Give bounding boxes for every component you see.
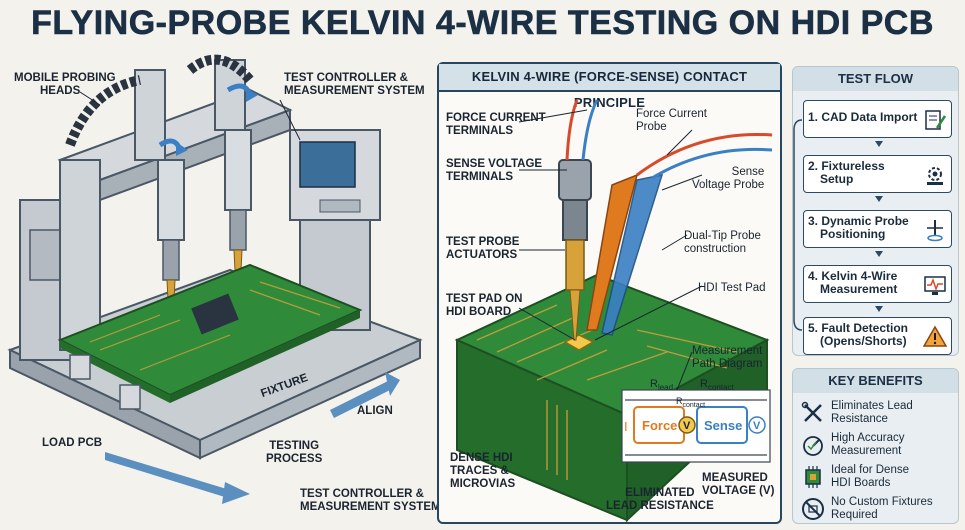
- label-testing-process: TESTING PROCESS: [266, 440, 323, 465]
- document-pen-icon: [925, 110, 947, 130]
- label-hdi-test-pad: HDI Test Pad: [698, 282, 766, 294]
- chip-icon: [805, 466, 821, 488]
- circuit-r-lead: Rlead: [650, 378, 674, 393]
- tools-icon: [801, 401, 822, 422]
- circuit-current: I: [624, 419, 628, 434]
- label-align: ALIGN: [357, 405, 393, 417]
- label-load-pcb: LOAD PCB: [42, 437, 103, 449]
- label-test-controller-bottom: TEST CONTROLLER & MEASUREMENT SYSTEM: [300, 488, 441, 513]
- flow-step-5: 5. Fault Detection(Opens/Shorts): [803, 317, 952, 355]
- gauge-icon: [803, 436, 823, 456]
- circuit-sense-label: Sense: [704, 418, 743, 433]
- warning-icon: [923, 325, 947, 347]
- circuit-force-label: Force: [642, 418, 678, 433]
- circuit-r-contact-2: Rcontact: [676, 396, 706, 409]
- test-flow-heading: TEST FLOW: [793, 67, 958, 91]
- circuit-r-contact: Rcontact: [700, 378, 734, 393]
- test-flow-panel: TEST FLOW 1. CAD Data Import 2. Fixturel…: [792, 66, 959, 356]
- flow-step-1: 1. CAD Data Import: [803, 100, 952, 138]
- page-title: FLYING-PROBE KELVIN 4-WIRE TESTING ON HD…: [31, 4, 934, 43]
- monitor-waveform-icon: [924, 276, 946, 295]
- key-benefits-heading: KEY BENEFITS: [793, 369, 958, 393]
- circuit-v-node: V: [683, 420, 691, 432]
- no-fixture-icon: [802, 498, 824, 520]
- label-mobile-probing-heads: MOBILE PROBING HEADS: [14, 72, 116, 97]
- flying-probe-machine-illustration: [7, 54, 423, 504]
- kelvin-principle-heading: KELVIN 4-WIRE (FORCE-SENSE) CONTACT PRIN…: [439, 64, 780, 110]
- target-arrows-icon: [927, 220, 943, 242]
- gear-icon: [927, 167, 943, 185]
- kelvin-probe-illustration: [454, 99, 773, 523]
- circuit-v-meter: V: [753, 420, 761, 432]
- label-test-controller-top: TEST CONTROLLER & MEASUREMENT SYSTEM: [284, 72, 425, 97]
- flow-loop-bracket: [793, 119, 803, 331]
